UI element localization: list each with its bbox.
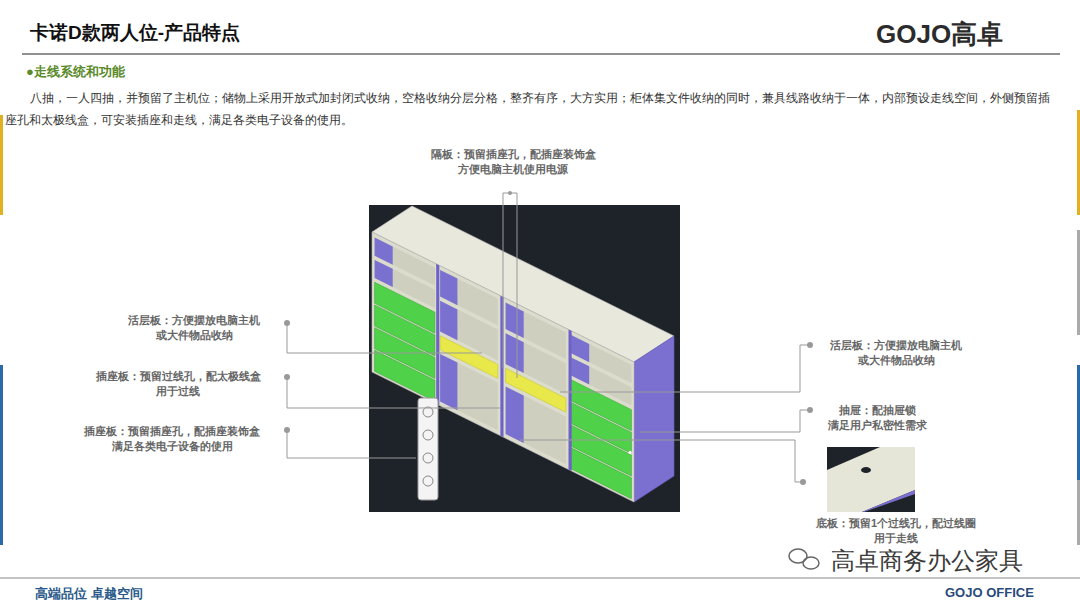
callout-label: 活层板：方便摆放电脑主机 或大件物品收纳 [116,313,272,343]
description-paragraph: 八抽，一人四抽，并预留了主机位；储物上采用开放式加封闭式收纳，空格收纳分层分格，… [5,87,1055,131]
logo-text: GOJO高卓 [876,17,1003,52]
callout-label: 抽屉：配抽屉锁 满足用户私密性需求 [818,403,936,433]
callout-label: 隔板：预留插座孔，配插座装饰盒 方便电脑主机使用电源 [408,147,618,177]
watermark: 高卓商务办公家具 [831,545,1023,577]
section-heading: ●走线系统和功能 [26,63,125,81]
slide-title: 卡诺D款两人位-产品特点 [30,20,240,46]
callout-label: 底板：预留1个过线孔，配过线圈 用于走线 [808,516,984,546]
footer-brand: GOJO OFFICE [945,585,1034,600]
callout-label: 活层板：方便摆放电脑主机 或大件物品收纳 [818,338,974,368]
callout-label: 插座板：预留过线孔，配太极线盒 用于过线 [84,369,272,399]
callout-label: 插座板：预留插座孔，配插座装饰盒 满足各类电子设备的使用 [72,424,272,454]
footer-slogan: 高端品位 卓越空间 [35,585,143,603]
